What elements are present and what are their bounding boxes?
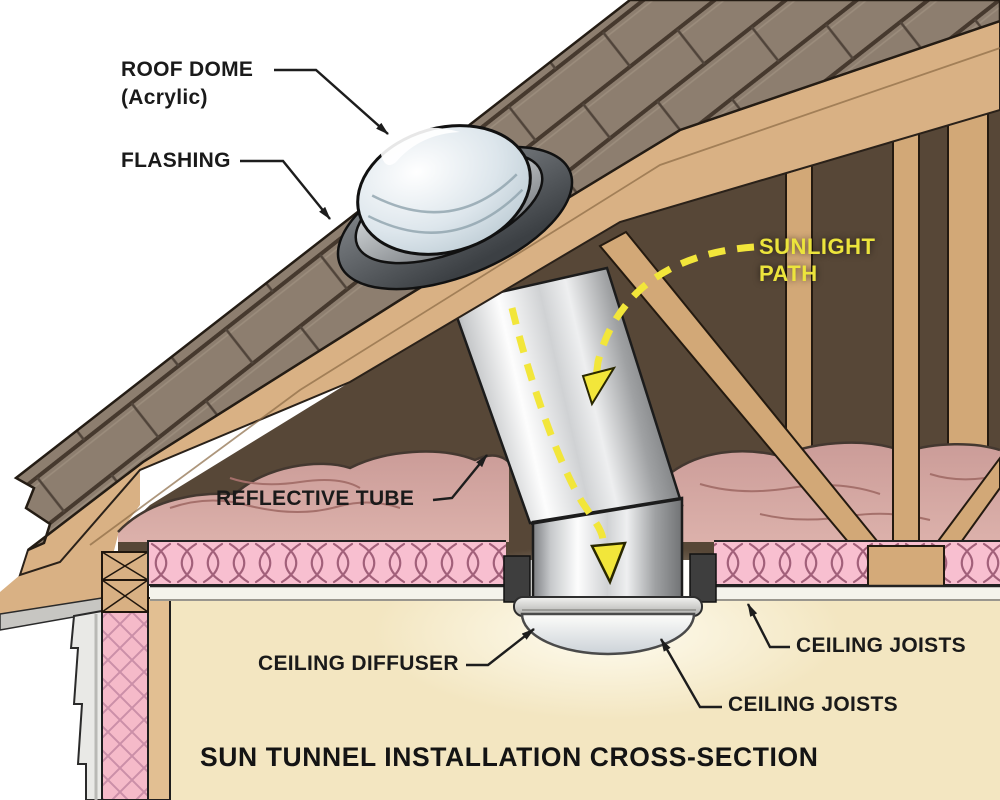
leader-lines [240,68,790,709]
truss-bottom-block [867,545,945,587]
sunlight-ray-entering [592,243,755,379]
truss-post [892,131,920,550]
diagram-title: SUN TUNNEL INSTALLATION CROSS-SECTION [200,742,819,772]
wall-top-plates [101,551,149,613]
sunlight-arrowhead-large [590,541,627,586]
roof-shingles [13,0,1000,552]
ceiling [150,584,1000,601]
roof-dome-label: ROOF DOME [121,58,254,81]
leader-flashing [240,159,331,220]
ceiling-diffuser-label: CEILING DIFFUSER [258,652,459,675]
roof-dome-sublabel: (Acrylic) [121,86,208,109]
dome-highlight [380,127,460,166]
roof-truss-rear [785,111,989,471]
ceiling-batt-insulation [147,540,1000,586]
interior-wall-finish [147,597,171,800]
sunlight-arrowhead-small [581,366,617,407]
ceiling-joists-lower-label: CEILING JOISTS [728,693,898,716]
sunlight-path-label-line2: PATH [759,261,818,286]
ceiling-joists-upper-label: CEILING JOISTS [796,634,966,657]
reflective-tube-label: REFLECTIVE TUBE [216,487,415,510]
leader-reflective-tube [432,454,488,502]
leader-ceiling-joists-upper [746,603,790,649]
ceiling-diffuser [513,596,703,656]
tube-elbow-seam [530,498,684,525]
sunlight-path [508,243,755,586]
flashing-label: FLASHING [121,149,231,172]
leader-ceiling-joists-lower [659,638,722,709]
ceiling-joist-sections [503,553,717,603]
leader-ceiling-diffuser [466,628,535,667]
sunlight-path-label-line1: SUNLIGHT [759,234,876,259]
sunlight-ray-axis [508,307,607,541]
roof-dome-assembly [336,124,574,291]
wall-insulation [101,611,149,800]
leader-roof-dome [274,68,389,135]
dome-reflection-arcs [367,173,524,234]
